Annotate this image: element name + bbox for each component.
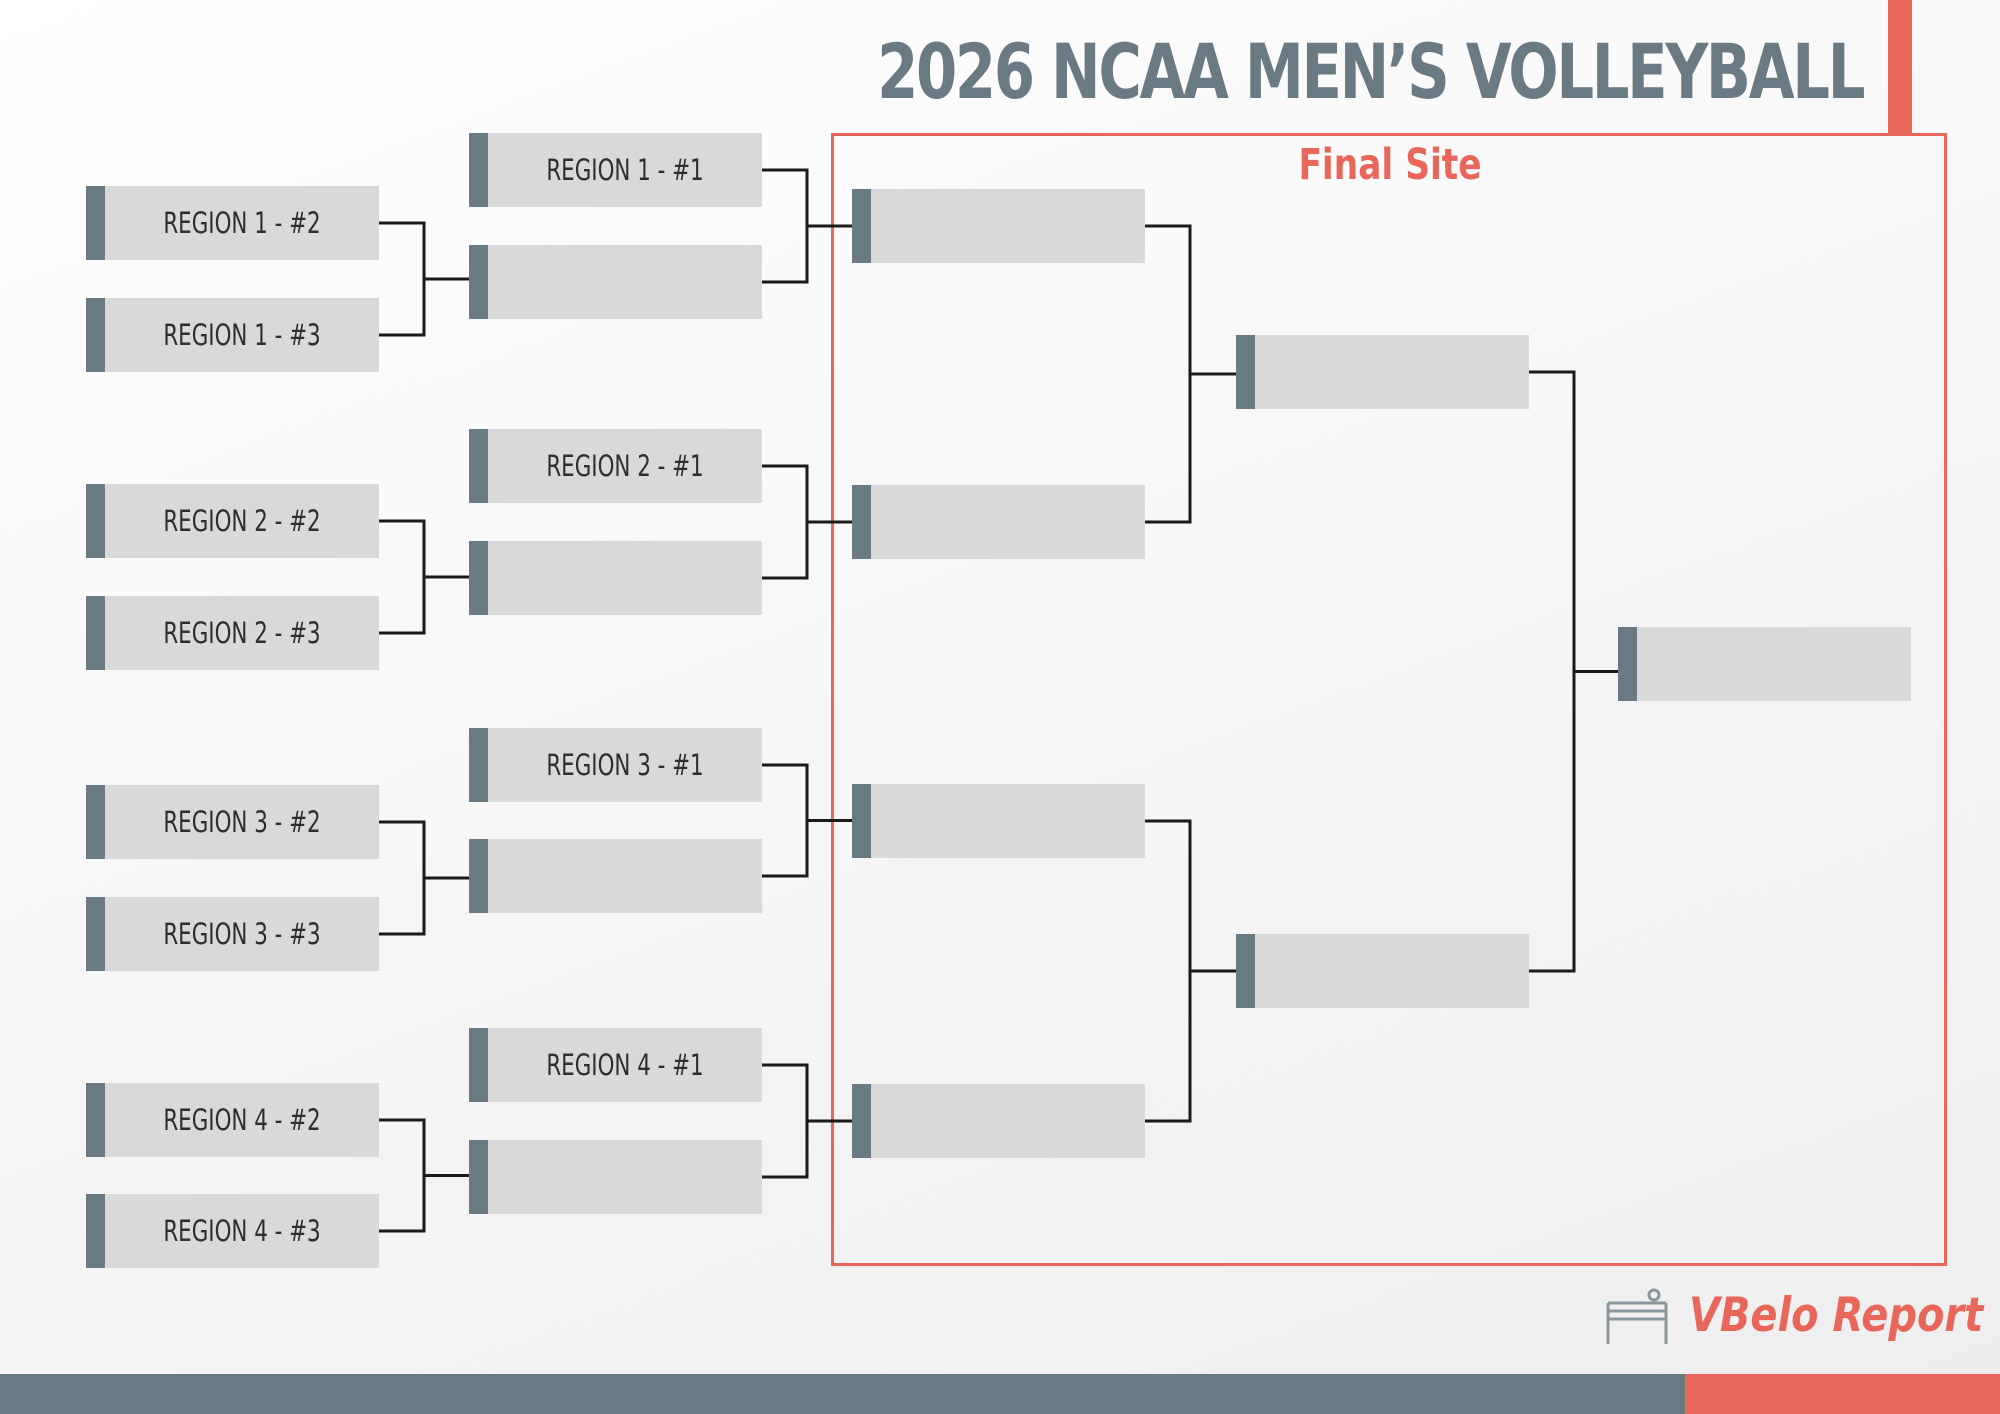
connector-region3-final <box>762 763 852 878</box>
slot-marker <box>852 1084 871 1158</box>
connector-region3-playin <box>379 820 469 936</box>
slot-region4-seed3[interactable]: REGION 4 - #3 <box>86 1194 379 1268</box>
slot-region2-seed1[interactable]: REGION 2 - #1 <box>469 429 762 503</box>
slot-marker <box>86 1194 105 1268</box>
slot-region1-seed2[interactable]: REGION 1 - #2 <box>86 186 379 260</box>
slot-marker <box>1236 934 1255 1008</box>
connector-region4-playin <box>379 1118 469 1233</box>
slot-semifinal-1[interactable] <box>1236 335 1529 409</box>
slot-marker <box>469 1140 488 1214</box>
slot-region4-playin-winner[interactable] <box>469 1140 762 1214</box>
slot-marker <box>469 133 488 207</box>
slot-region3-seed3[interactable]: REGION 3 - #3 <box>86 897 379 971</box>
slot-region3-playin-winner[interactable] <box>469 839 762 913</box>
slot-champion[interactable] <box>1618 627 1911 701</box>
slot-marker <box>469 728 488 802</box>
slot-label: REGION 1 - #2 <box>163 206 321 240</box>
final-site-label: Final Site <box>1298 140 1482 190</box>
slot-marker <box>86 1083 105 1157</box>
slot-marker <box>469 839 488 913</box>
slot-marker <box>469 429 488 503</box>
footer-bar <box>0 1374 1685 1414</box>
slot-marker <box>86 785 105 859</box>
slot-marker <box>469 245 488 319</box>
brand-name: VBelo Report <box>1689 1288 1984 1343</box>
connector-championship <box>1529 370 1618 973</box>
slot-label: REGION 1 - #1 <box>546 153 704 187</box>
connector-region2-playin <box>379 519 469 635</box>
connector-region2-final <box>762 464 852 580</box>
slot-region3-seed1[interactable]: REGION 3 - #1 <box>469 728 762 802</box>
slot-label: REGION 4 - #1 <box>546 1048 704 1082</box>
slot-label: REGION 3 - #1 <box>546 748 704 782</box>
final-site-frame <box>831 133 1947 1266</box>
slot-quarterfinal-2[interactable] <box>852 485 1145 559</box>
slot-region1-seed3[interactable]: REGION 1 - #3 <box>86 298 379 372</box>
slot-region2-seed3[interactable]: REGION 2 - #3 <box>86 596 379 670</box>
slot-marker <box>86 596 105 670</box>
slot-marker <box>86 897 105 971</box>
slot-quarterfinal-1[interactable] <box>852 189 1145 263</box>
slot-marker <box>852 189 871 263</box>
brand-logo: VBelo Report <box>1604 1286 1984 1346</box>
slot-region2-seed2[interactable]: REGION 2 - #2 <box>86 484 379 558</box>
connector-region1-final <box>762 168 852 284</box>
slot-marker <box>469 541 488 615</box>
slot-region4-seed1[interactable]: REGION 4 - #1 <box>469 1028 762 1102</box>
slot-marker <box>852 485 871 559</box>
connector-semifinal-1 <box>1145 224 1236 524</box>
footer-accent-bar <box>1685 1374 2000 1414</box>
connector-semifinal-2 <box>1145 819 1236 1123</box>
slot-marker <box>86 298 105 372</box>
slot-label: REGION 3 - #2 <box>163 805 321 839</box>
connector-region4-final <box>762 1063 852 1179</box>
slot-label: REGION 4 - #3 <box>163 1214 321 1248</box>
slot-region4-seed2[interactable]: REGION 4 - #2 <box>86 1083 379 1157</box>
slot-marker <box>1618 627 1637 701</box>
slot-region3-seed2[interactable]: REGION 3 - #2 <box>86 785 379 859</box>
slot-quarterfinal-3[interactable] <box>852 784 1145 858</box>
slot-region1-seed1[interactable]: REGION 1 - #1 <box>469 133 762 207</box>
slot-region1-playin-winner[interactable] <box>469 245 762 319</box>
slot-quarterfinal-4[interactable] <box>852 1084 1145 1158</box>
page-title: 2026 NCAA MEN’S VOLLEYBALL <box>876 27 1865 116</box>
slot-marker <box>86 484 105 558</box>
slot-label: REGION 1 - #3 <box>163 318 321 352</box>
slot-region2-playin-winner[interactable] <box>469 541 762 615</box>
slot-marker <box>469 1028 488 1102</box>
slot-label: REGION 4 - #2 <box>163 1103 321 1137</box>
slot-label: REGION 3 - #3 <box>163 917 321 951</box>
header-accent-bar <box>1888 0 1912 133</box>
slot-marker <box>1236 335 1255 409</box>
slot-label: REGION 2 - #3 <box>163 616 321 650</box>
volleyball-net-icon <box>1606 1288 1668 1344</box>
slot-label: REGION 2 - #1 <box>546 449 704 483</box>
slot-label: REGION 2 - #2 <box>163 504 321 538</box>
slot-marker <box>86 186 105 260</box>
slot-semifinal-2[interactable] <box>1236 934 1529 1008</box>
connector-region1-playin <box>379 221 469 337</box>
slot-marker <box>852 784 871 858</box>
